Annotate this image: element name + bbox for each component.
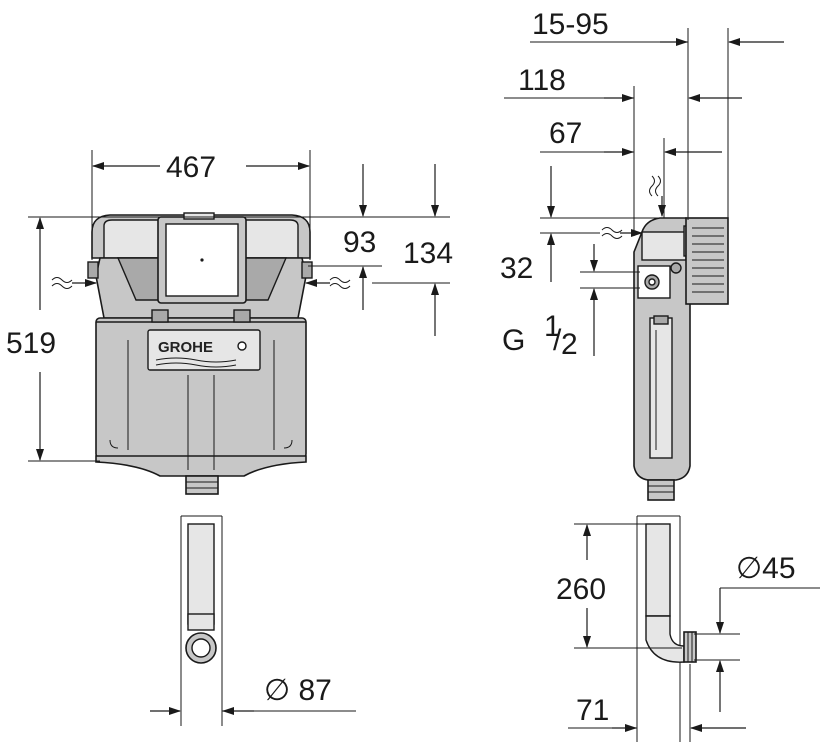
- water-inlet-icon: [601, 227, 643, 239]
- dim-width-label: 467: [166, 151, 216, 184]
- dim-inner-depth: 67: [540, 117, 722, 218]
- side-view: 15-95 118 67 32: [500, 8, 820, 742]
- brand-logo: GROHE: [158, 339, 213, 356]
- flush-pipe-side: [636, 515, 697, 742]
- dim-wall-range-label: 15-95: [532, 8, 609, 41]
- water-inlet-icon: [305, 277, 351, 289]
- dim-pipe-length-label: 260: [556, 573, 606, 606]
- water-inlet-icon: [649, 175, 666, 217]
- dim-inlet-offset: 32: [500, 166, 660, 285]
- dim-top-offset-label: 93: [343, 226, 376, 259]
- fraction-slash: /: [553, 324, 562, 357]
- dim-width: 467: [91, 150, 311, 260]
- dim-inlet-height-label: 134: [403, 237, 453, 270]
- dim-thread-numerator: 1: [544, 310, 561, 343]
- dim-top-offset: 93: [308, 164, 382, 310]
- dim-outlet-offset-label: 71: [576, 694, 609, 727]
- dim-outlet-offset: 71: [568, 664, 746, 742]
- cistern-front: GROHE: [87, 212, 313, 495]
- dim-connection: G 1 / 2: [502, 244, 640, 361]
- dim-inner-depth-label: 67: [549, 117, 582, 150]
- dim-pipe-length: 260: [556, 523, 682, 649]
- dim-thread-denominator: 2: [561, 328, 578, 361]
- dim-height-label: 519: [6, 327, 56, 360]
- dim-inlet-height: 134: [372, 164, 453, 336]
- dim-wall-range: 15-95: [530, 8, 784, 220]
- water-inlet-icon: [51, 277, 97, 289]
- dim-connection-label: G: [502, 324, 525, 357]
- dim-inlet-offset-label: 32: [500, 252, 533, 285]
- dim-height: 519: [6, 216, 450, 462]
- front-view: GROHE 467: [6, 150, 453, 726]
- flush-pipe-front: ∅ 87: [150, 515, 356, 726]
- cistern-side: [633, 217, 729, 501]
- dim-pipe-diameter-label: ∅ 87: [264, 674, 332, 707]
- dim-depth-label: 118: [518, 64, 566, 97]
- dim-depth: 118: [504, 64, 742, 236]
- dim-outlet-diameter-label: ∅45: [736, 552, 796, 585]
- dim-outlet-diameter: ∅45: [694, 552, 820, 712]
